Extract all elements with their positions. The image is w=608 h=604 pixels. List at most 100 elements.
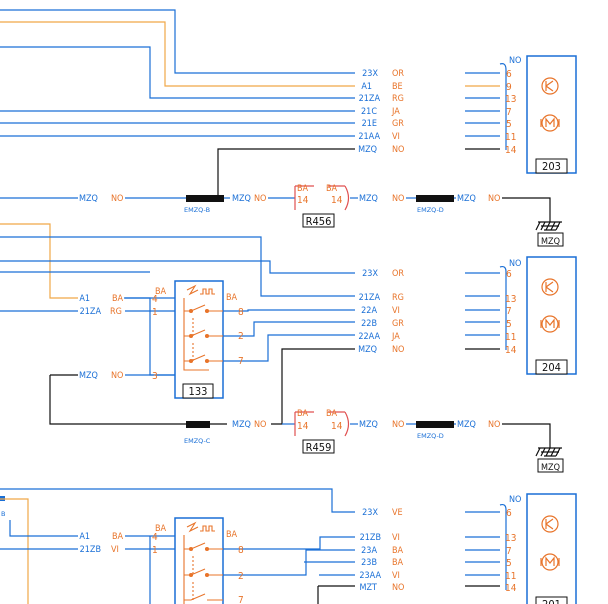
resistor-ref: R459 bbox=[306, 441, 332, 454]
color-label: NO bbox=[111, 194, 123, 204]
wire-label: MZQ bbox=[457, 420, 476, 430]
connector-201: NO 6 13 7 5 11 14 201 bbox=[505, 493, 577, 604]
color-label: VI bbox=[392, 132, 400, 142]
color-label: BA bbox=[112, 294, 124, 304]
color-label: RG bbox=[392, 94, 404, 104]
color-label: GR bbox=[392, 119, 404, 129]
pin-number: 14 bbox=[505, 345, 517, 356]
wire-label: 21ZB bbox=[80, 545, 101, 555]
pin-number: 6 bbox=[506, 269, 512, 280]
pump-icon bbox=[540, 315, 560, 333]
connector-203: NO 6 9 13 7 5 11 14 203 bbox=[505, 55, 577, 174]
color-label: NO bbox=[254, 420, 266, 430]
color-label: VE bbox=[392, 508, 403, 518]
ground-ref: MZQ bbox=[541, 237, 560, 247]
splice-label: EMZQ-B bbox=[184, 206, 210, 214]
wire-label: 21AA bbox=[358, 132, 380, 142]
wire-label: 21ZA bbox=[359, 293, 381, 303]
relay-contact-icon bbox=[183, 521, 223, 604]
wire-label: A1 bbox=[79, 532, 90, 542]
pin-number: 14 bbox=[505, 145, 517, 156]
pin-number: 7 bbox=[238, 356, 244, 367]
pin-number: 11 bbox=[505, 571, 516, 582]
pin-number: 5 bbox=[506, 558, 512, 569]
color-label: NO bbox=[392, 583, 404, 593]
wire-label: 23AA bbox=[359, 571, 381, 581]
relay-tag: BA bbox=[226, 293, 238, 303]
wire-label: 23A bbox=[361, 546, 377, 556]
wire-label: 22A bbox=[361, 306, 377, 316]
pin-number: 8 bbox=[238, 545, 244, 556]
wire-label: MZQ bbox=[359, 420, 378, 430]
ground-ref: MZQ bbox=[541, 463, 560, 473]
motor-icon bbox=[541, 77, 559, 95]
splice-label: EMZQ-D bbox=[417, 432, 444, 440]
relay-bottom-inputs: A1 BA 21ZB VI bbox=[78, 530, 124, 555]
pin-number: 14 bbox=[505, 583, 517, 594]
connector-204-labels: 23X OR 21ZA RG 22A VI 22B GR 22AA JA MZQ… bbox=[355, 268, 465, 355]
connector-ref: 201 bbox=[542, 598, 561, 604]
wire-label: 21C bbox=[361, 107, 377, 117]
pump-icon bbox=[540, 553, 560, 571]
top-blue-lines bbox=[0, 9, 500, 198]
pin-number: 6 bbox=[506, 508, 512, 519]
pin-number: 14 bbox=[331, 195, 343, 206]
color-label: VI bbox=[111, 545, 119, 555]
color-label: BE bbox=[392, 82, 403, 92]
wire-label: 23B bbox=[361, 558, 377, 568]
pin-number: 7 bbox=[238, 595, 244, 604]
connector-tag: NO bbox=[509, 495, 521, 505]
ground-icon bbox=[535, 221, 562, 231]
color-label: OR bbox=[392, 69, 404, 79]
color-label: BA bbox=[112, 532, 124, 542]
pin-number: 13 bbox=[505, 94, 516, 105]
connector-201-labels: 23X VE 21ZB VI 23A BA 23B BA 23AA VI MZT… bbox=[355, 506, 465, 593]
wire-label: MZQ bbox=[79, 371, 98, 381]
wire-label: A1 bbox=[79, 294, 90, 304]
connector-ref: 204 bbox=[542, 361, 561, 374]
pump-icon bbox=[540, 114, 560, 132]
pin-number: 3 bbox=[152, 371, 158, 382]
pin-number: 7 bbox=[506, 546, 512, 557]
splice-emzq-d bbox=[416, 421, 454, 428]
color-label: NO bbox=[111, 371, 123, 381]
wire-label: MZQ bbox=[232, 420, 251, 430]
row-r456: MZQ NO EMZQ-B MZQ NO BA BA 14 14 R456 MZ… bbox=[0, 184, 564, 247]
wire-label: 23X bbox=[362, 69, 378, 79]
pin-number: 8 bbox=[238, 307, 244, 318]
wire-label: 21ZB bbox=[360, 533, 381, 543]
wire-label: 21E bbox=[362, 119, 377, 129]
connector-204: NO 6 13 7 5 11 14 204 bbox=[505, 256, 577, 375]
color-label: VI bbox=[392, 533, 400, 543]
color-label: NO bbox=[392, 194, 404, 204]
motor-icon bbox=[541, 278, 559, 296]
pin-number: 5 bbox=[506, 319, 512, 330]
resistor-lead-color: BA bbox=[326, 409, 338, 419]
relay-133-inputs: A1 BA 21ZA RG MZQ NO bbox=[78, 292, 124, 381]
relay-contact-icon bbox=[183, 284, 223, 371]
color-label: JA bbox=[391, 332, 400, 342]
pin-number: 11 bbox=[505, 132, 516, 143]
splice-emzq-c bbox=[186, 421, 210, 428]
pin-number: 2 bbox=[238, 331, 244, 342]
pin-number: 9 bbox=[506, 82, 512, 93]
pin-number: 4 bbox=[152, 532, 158, 543]
color-label: NO bbox=[392, 420, 404, 430]
connector-tag: NO bbox=[509, 56, 521, 66]
pin-number: 7 bbox=[506, 306, 512, 317]
ground-icon bbox=[535, 447, 562, 457]
color-label: NO bbox=[392, 145, 404, 155]
color-label: JA bbox=[391, 107, 400, 117]
pin-number: 1 bbox=[152, 307, 158, 318]
color-label: BA bbox=[392, 558, 404, 568]
connector-ref: 203 bbox=[542, 160, 561, 173]
wire-label: 23X bbox=[362, 269, 378, 279]
pin-number: 11 bbox=[505, 332, 516, 343]
connector-tag: NO bbox=[509, 259, 521, 269]
relay-tag: BA bbox=[155, 524, 167, 534]
wire-label: B bbox=[1, 510, 5, 518]
splice-label: EMZQ-C bbox=[184, 437, 211, 445]
resistor-lead-color: BA bbox=[297, 409, 309, 419]
row-r459: EMZQ-C MZQ NO BA BA 14 14 R459 MZQ NO EM… bbox=[184, 409, 564, 473]
